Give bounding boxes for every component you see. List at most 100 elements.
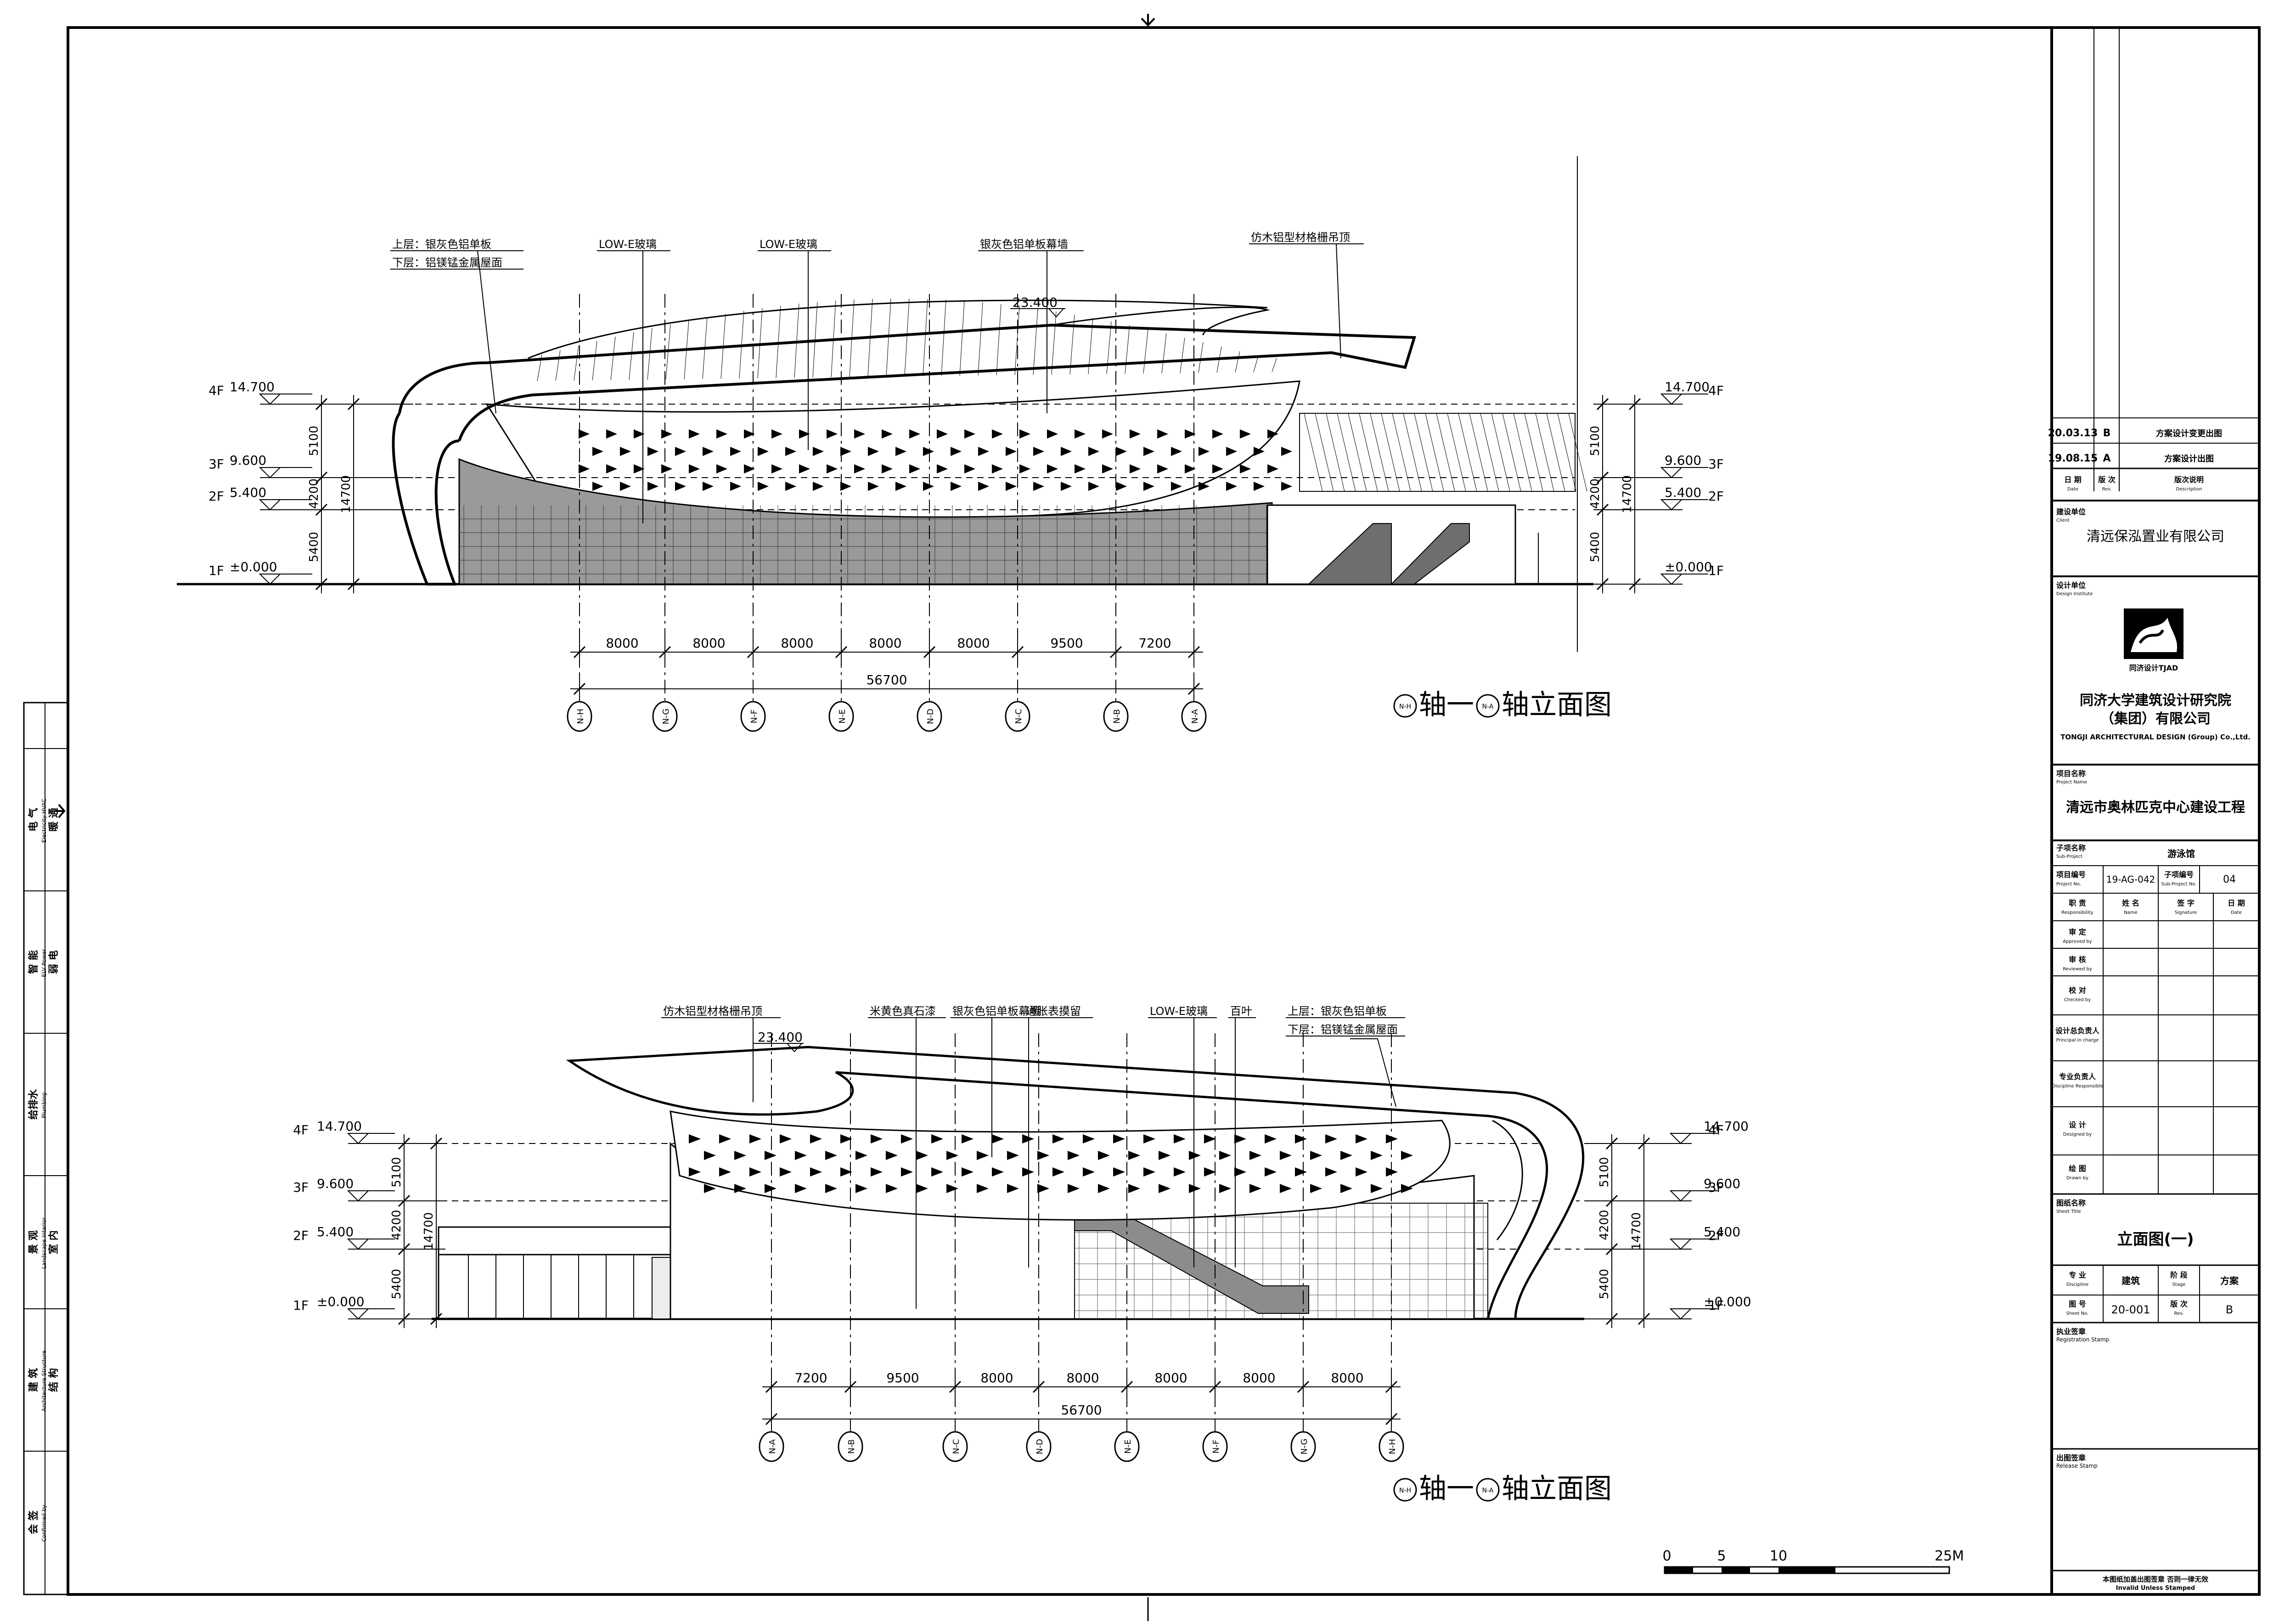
left-center-mark [55, 804, 66, 818]
vertical-dimension: 5100 [307, 426, 321, 456]
discipline-label-en: Discipline [2066, 1282, 2088, 1287]
axis-bubble [1202, 1431, 1228, 1462]
axis-label: N-F [1211, 1440, 1221, 1453]
strip-label: 智 能 [28, 950, 39, 974]
level-elevation: 5.400 [1704, 1224, 1740, 1239]
institute-name: 同济大学建筑设计研究院 [2080, 693, 2231, 709]
strip-label-en: Landscape Interior [41, 1217, 47, 1269]
level-marker [1660, 499, 1683, 511]
upper-right-canopy [1299, 413, 1576, 492]
axis-bubble [1005, 701, 1030, 732]
strip-label: 给排水 [28, 1089, 39, 1120]
axis-label: N-C [951, 1439, 961, 1454]
project-no: 19-AG-042 [2106, 874, 2155, 885]
level-marker [259, 574, 281, 585]
floor-label: 1F [293, 1298, 309, 1313]
floor-label: 3F [1708, 456, 1724, 472]
vertical-dimension: 4200 [390, 1210, 404, 1240]
tjad-logo [2124, 608, 2183, 659]
lower-elevation [432, 1033, 1585, 1432]
stage-label: 阶 段 [2170, 1271, 2188, 1279]
bay-dimension: 8000 [1066, 1370, 1099, 1385]
lower-roof-canopy [566, 1046, 1585, 1320]
level-marker [259, 499, 281, 511]
axis-label: N-D [926, 709, 935, 724]
strip-label: 暖 通 [48, 808, 60, 832]
logo-caption: 同济设计TJAD [2129, 664, 2178, 672]
resp-header-en: Responsibility [2061, 910, 2093, 915]
sheet-title-label-en: Sheet Title [2056, 1209, 2081, 1214]
bay-dimension: 8000 [606, 636, 638, 651]
vertical-dimension: 5400 [390, 1269, 404, 1299]
level-elevation: 5.400 [230, 485, 266, 500]
material-callout: 上层：银灰色铝单板 [392, 238, 491, 251]
axis-label: N-H [1388, 1439, 1397, 1454]
sub-no-label-en: Sub-Project No. [2161, 882, 2197, 887]
material-callout: LOW-E玻璃 [1150, 1005, 1208, 1018]
upper-roof-canopy [398, 323, 1417, 441]
role-label: 校 对 [2069, 986, 2086, 995]
upper-elevation [177, 156, 1593, 702]
vertical-dimension: 4200 [1588, 479, 1602, 509]
axis-label: N-B [1112, 709, 1122, 724]
title-axis-bubble [1393, 1478, 1417, 1502]
vertical-dimension: 5400 [1588, 532, 1602, 562]
axis-bubble [917, 701, 942, 732]
floor-label: 1F [1708, 1298, 1724, 1313]
level-elevation: ±0.000 [317, 1294, 365, 1309]
axis-label: N-G [661, 709, 671, 725]
rev-header: 日 期 [2064, 475, 2082, 484]
floor-label: 3F [1708, 1180, 1724, 1195]
upper-glass-wall [458, 458, 1273, 585]
sub-no-label: 子项编号 [2164, 870, 2194, 879]
top-center-mark [1141, 14, 1155, 27]
sheet-title-label: 图纸名称 [2056, 1199, 2086, 1207]
title-axis-left: N-H [1399, 703, 1411, 710]
level-marker [1669, 1308, 1692, 1320]
title-axis-right: N-A [1482, 1487, 1494, 1494]
bay-dimension: 9500 [886, 1370, 919, 1385]
level-elevation: 14.700 [1704, 1119, 1749, 1134]
strip-label: 室 内 [48, 1230, 60, 1254]
axis-bubble [1026, 1431, 1052, 1462]
level-elevation: 9.600 [1704, 1176, 1740, 1191]
resp-header-en: Date [2231, 910, 2242, 915]
material-callout: 百叶 [1230, 1005, 1252, 1018]
client-label: 建设单位 [2056, 507, 2086, 516]
client-label-en: Client [2056, 518, 2070, 523]
level-elevation: ±0.000 [1665, 559, 1712, 574]
axis-label: N-D [1035, 1439, 1045, 1454]
strip-label-en: Architecture Structure [41, 1350, 47, 1411]
scale-label: 5 [1717, 1548, 1726, 1564]
sub-project-name: 游泳馆 [2167, 848, 2195, 859]
overall-dimension: 56700 [866, 672, 907, 687]
project-label: 项目名称 [2056, 769, 2086, 778]
role-label: 绘 图 [2069, 1164, 2086, 1173]
vertical-dimension: 4200 [307, 479, 321, 509]
level-marker [259, 394, 281, 405]
sheet-no-label-en: Sheet No. [2066, 1311, 2089, 1316]
bay-dimension: 8000 [1331, 1370, 1363, 1385]
floor-label: 4F [1708, 383, 1724, 398]
axis-bubble [1290, 1431, 1316, 1462]
bay-dimension: 8000 [957, 636, 990, 651]
material-callout: LOW-E玻璃 [599, 238, 657, 251]
role-label: 审 定 [2069, 928, 2086, 936]
level-marker [347, 1133, 370, 1144]
level-elevation: 9.600 [1665, 453, 1701, 468]
stamp-label: 执业签章 [2056, 1327, 2086, 1336]
scale-label: 25M [1935, 1548, 1964, 1564]
project-name: 清远市奥林匹克中心建设工程 [2066, 800, 2245, 816]
role-label-en: Checked by [2064, 997, 2091, 1002]
level-elevation: 5.400 [317, 1224, 354, 1239]
role-label: 专业负责人 [2059, 1072, 2096, 1081]
total-height-dimension: 14700 [339, 475, 353, 513]
material-callout: 下层：铝镁锰金属屋面 [392, 256, 502, 269]
stage: 方案 [2220, 1275, 2239, 1286]
axis-label: N-H [576, 709, 585, 724]
upper-roof-dome [528, 299, 1268, 359]
title-axis-bubble [1476, 1478, 1500, 1502]
vertical-dimension: 5400 [307, 532, 321, 562]
axis-bubble [759, 1431, 784, 1462]
lower-facade-band [670, 1110, 1451, 1221]
